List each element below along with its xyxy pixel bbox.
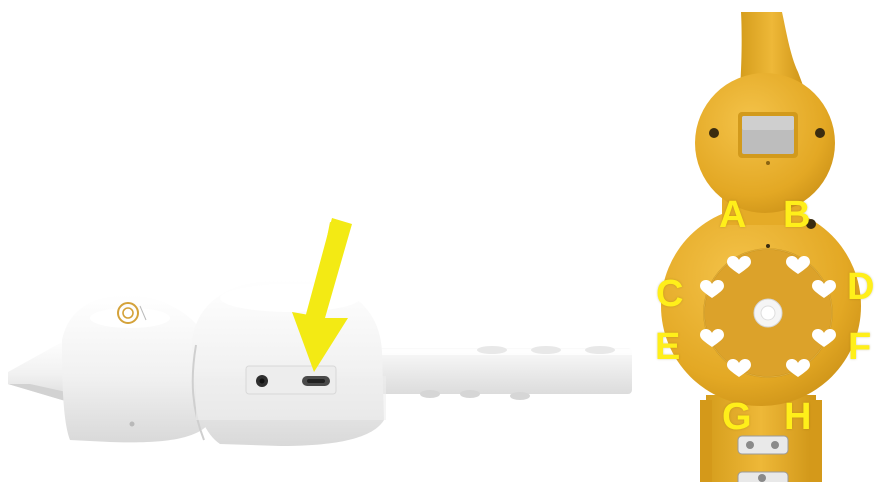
white-instrument-side-view <box>8 218 632 446</box>
finger-hole-label-d: D <box>847 268 874 306</box>
finger-hole-label-h: H <box>784 398 811 436</box>
finger-hole-label-f: F <box>848 328 871 366</box>
pipe-hole-bump <box>477 346 507 354</box>
finger-hole-label-e: E <box>655 328 680 366</box>
yellow-instrument-front-view <box>661 12 861 482</box>
pipe-hole-bump <box>585 346 615 354</box>
rear-key <box>738 436 788 454</box>
finger-hole-label-a: A <box>719 196 746 234</box>
pipe-hole-bump <box>531 346 561 354</box>
finger-hole-label-c: C <box>656 275 683 313</box>
finger-hole-label-b: B <box>783 196 810 234</box>
finger-hole-label-g: G <box>722 398 752 436</box>
